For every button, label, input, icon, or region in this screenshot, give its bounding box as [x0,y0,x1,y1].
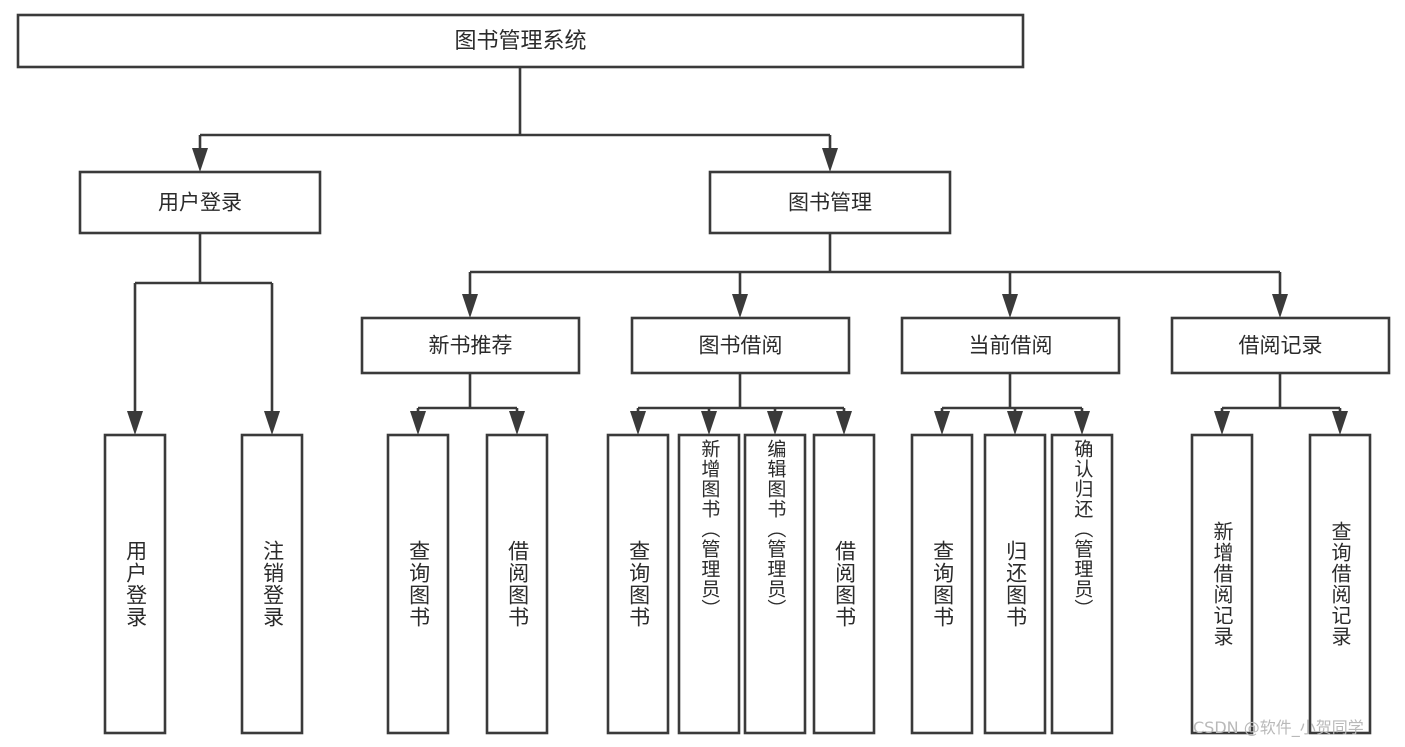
arrow-head-icon [934,411,950,435]
node-label-book-manage: 图书管理 [788,191,872,215]
arrow-head-icon [410,411,426,435]
node-box-borrow-record[interactable] [1170,316,1391,375]
node-label-borrow-record: 借阅记录 [1239,334,1323,358]
arrow-head-icon [836,411,852,435]
node-box-leaf-user-login[interactable] [103,433,167,735]
node-label-root: 图书管理系统 [454,29,586,54]
arrow-head-icon [822,148,838,172]
node-box-book-borrow[interactable] [630,316,851,375]
node-box-new-book-rec[interactable] [360,316,581,375]
node-box-leaf-borrow-book-1[interactable] [485,433,549,735]
node-box-leaf-add-book[interactable] [677,433,741,735]
connector-c-borrow-record [1214,373,1348,435]
arrow-head-icon [1074,411,1090,435]
node-box-leaf-query-book-2[interactable] [606,433,670,735]
node-box-leaf-borrow-book-2[interactable] [812,433,876,735]
arrow-head-icon [264,411,280,435]
node-box-leaf-query-book-1[interactable] [386,433,450,735]
connector-c-new-book-rec [410,373,525,435]
node-box-leaf-query-book-3[interactable] [910,433,974,735]
arrow-head-icon [127,411,143,435]
node-label-book-borrow: 图书借阅 [699,334,783,358]
node-label-user-login: 用户登录 [158,191,242,215]
connector-layer [127,67,1348,435]
node-box-leaf-query-record[interactable] [1308,433,1372,735]
node-box-leaf-user-logout[interactable] [240,433,304,735]
node-box-leaf-return-book[interactable] [983,433,1047,735]
connector-c-book-manage [462,233,1288,318]
node-box-user-login[interactable] [78,170,322,235]
arrow-head-icon [732,294,748,318]
arrow-head-icon [462,294,478,318]
arrow-head-icon [1214,411,1230,435]
node-box-leaf-edit-book[interactable] [743,433,807,735]
arrow-head-icon [630,411,646,435]
node-label-new-book-rec: 新书推荐 [429,334,513,358]
connector-c-user-login [127,233,280,435]
arrow-head-icon [1272,294,1288,318]
arrow-head-icon [1332,411,1348,435]
arrow-head-icon [767,411,783,435]
connector-c-book-borrow [630,373,852,435]
node-box-root[interactable] [16,13,1025,69]
connector-c-root [192,67,838,172]
node-box-leaf-add-record[interactable] [1190,433,1254,735]
node-box-layer [16,13,1391,735]
node-box-book-manage[interactable] [708,170,952,235]
arrow-head-icon [509,411,525,435]
connector-c-current-borrow [934,373,1090,435]
arrow-head-icon [701,411,717,435]
node-label-current-borrow: 当前借阅 [969,334,1053,358]
arrow-head-icon [1007,411,1023,435]
arrow-head-icon [1002,294,1018,318]
node-box-current-borrow[interactable] [900,316,1121,375]
node-box-leaf-confirm-return[interactable] [1050,433,1114,735]
arrow-head-icon [192,148,208,172]
